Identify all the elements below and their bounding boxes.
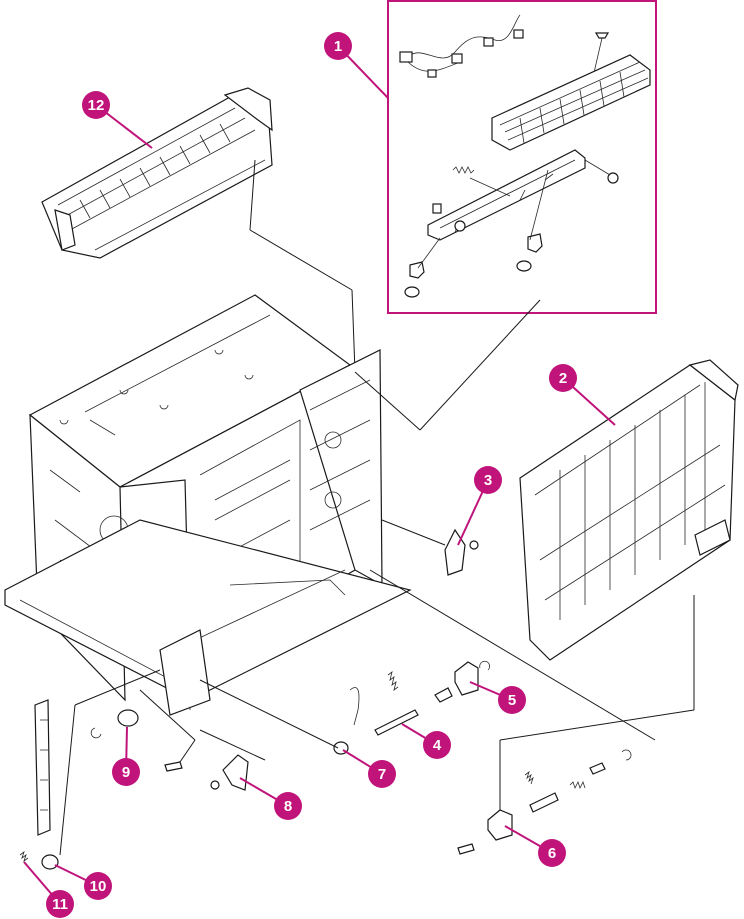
callout-6-label: 6 [548,845,556,862]
callout-4-label: 4 [433,737,442,754]
callout-5-label: 5 [508,692,516,709]
callout-10-label: 10 [90,878,107,895]
callout-1: 1 [324,32,352,60]
callout-3: 3 [474,466,502,494]
callout-5: 5 [498,686,526,714]
callout-2: 2 [549,364,577,392]
callout-7-label: 7 [378,766,386,783]
callout-4: 4 [423,731,451,759]
part-5-bracket [455,661,490,695]
callout-7: 7 [368,760,396,788]
callout-11-label: 11 [52,896,68,913]
callout-10: 10 [84,872,112,900]
part-3-gear [382,520,478,575]
callout-8: 8 [274,792,302,820]
fuser-assembly [42,88,272,258]
callout-12-label: 12 [88,97,105,114]
callout-12: 12 [82,91,110,119]
callout-1-label: 1 [334,38,342,55]
part-8-bracket [200,730,265,790]
callout-6: 6 [538,839,566,867]
part-4-shaft [350,672,452,735]
callout-2-label: 2 [559,370,567,387]
callout-3-label: 3 [484,472,492,489]
printer-chassis [5,295,410,715]
part-7-gear [200,680,348,754]
callout-11: 11 [46,890,74,918]
inset-assembly [400,15,650,297]
callout-9: 9 [112,758,140,786]
callout-9-label: 9 [122,764,130,781]
callout-8-label: 8 [284,798,292,815]
paper-path-assembly [520,360,738,660]
